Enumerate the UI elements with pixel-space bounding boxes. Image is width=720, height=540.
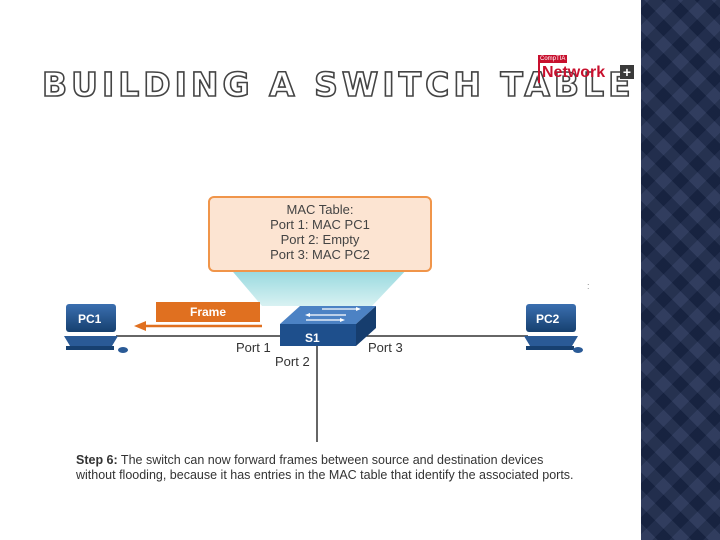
- frame-box: [156, 302, 260, 322]
- mac-table-box: MAC Table: Port 1: MAC PC1 Port 2: Empty…: [208, 196, 432, 272]
- mac-table-entry: Port 2: Empty: [280, 232, 360, 247]
- logo-plus-icon: +: [620, 65, 634, 79]
- stray-mark: :: [587, 281, 590, 291]
- logo-comptia-text: CompTIA: [538, 55, 568, 63]
- port3-label: Port 3: [368, 340, 403, 355]
- decorative-sidebar: [641, 0, 720, 540]
- pc2-label: PC2: [536, 312, 560, 326]
- pc1-label: PC1: [78, 312, 102, 326]
- switch-s1-icon: [280, 306, 376, 346]
- mac-table-beam: [228, 266, 410, 306]
- switch-label: S1: [305, 331, 320, 345]
- slide-title: BUILDING A SWITCH TABLE: [41, 65, 635, 104]
- mac-table-entry: Port 1: MAC PC1: [270, 217, 370, 232]
- frame-arrowhead-icon: [134, 321, 146, 331]
- mac-table-heading: MAC Table:: [286, 202, 354, 217]
- step-text: The switch can now forward frames betwee…: [76, 453, 574, 482]
- step-label: Step 6:: [76, 453, 118, 467]
- mac-table-entry: Port 3: MAC PC2: [270, 247, 370, 262]
- step-caption: Step 6: The switch can now forward frame…: [76, 453, 576, 483]
- port2-label: Port 2: [275, 354, 310, 369]
- pc2-icon: [524, 304, 583, 353]
- pc1-icon: [64, 304, 128, 353]
- comptia-network-plus-logo: CompTIA Network +: [538, 55, 636, 87]
- port1-label: Port 1: [236, 340, 271, 355]
- frame-label: Frame: [189, 305, 227, 319]
- logo-network-text: Network: [538, 63, 605, 83]
